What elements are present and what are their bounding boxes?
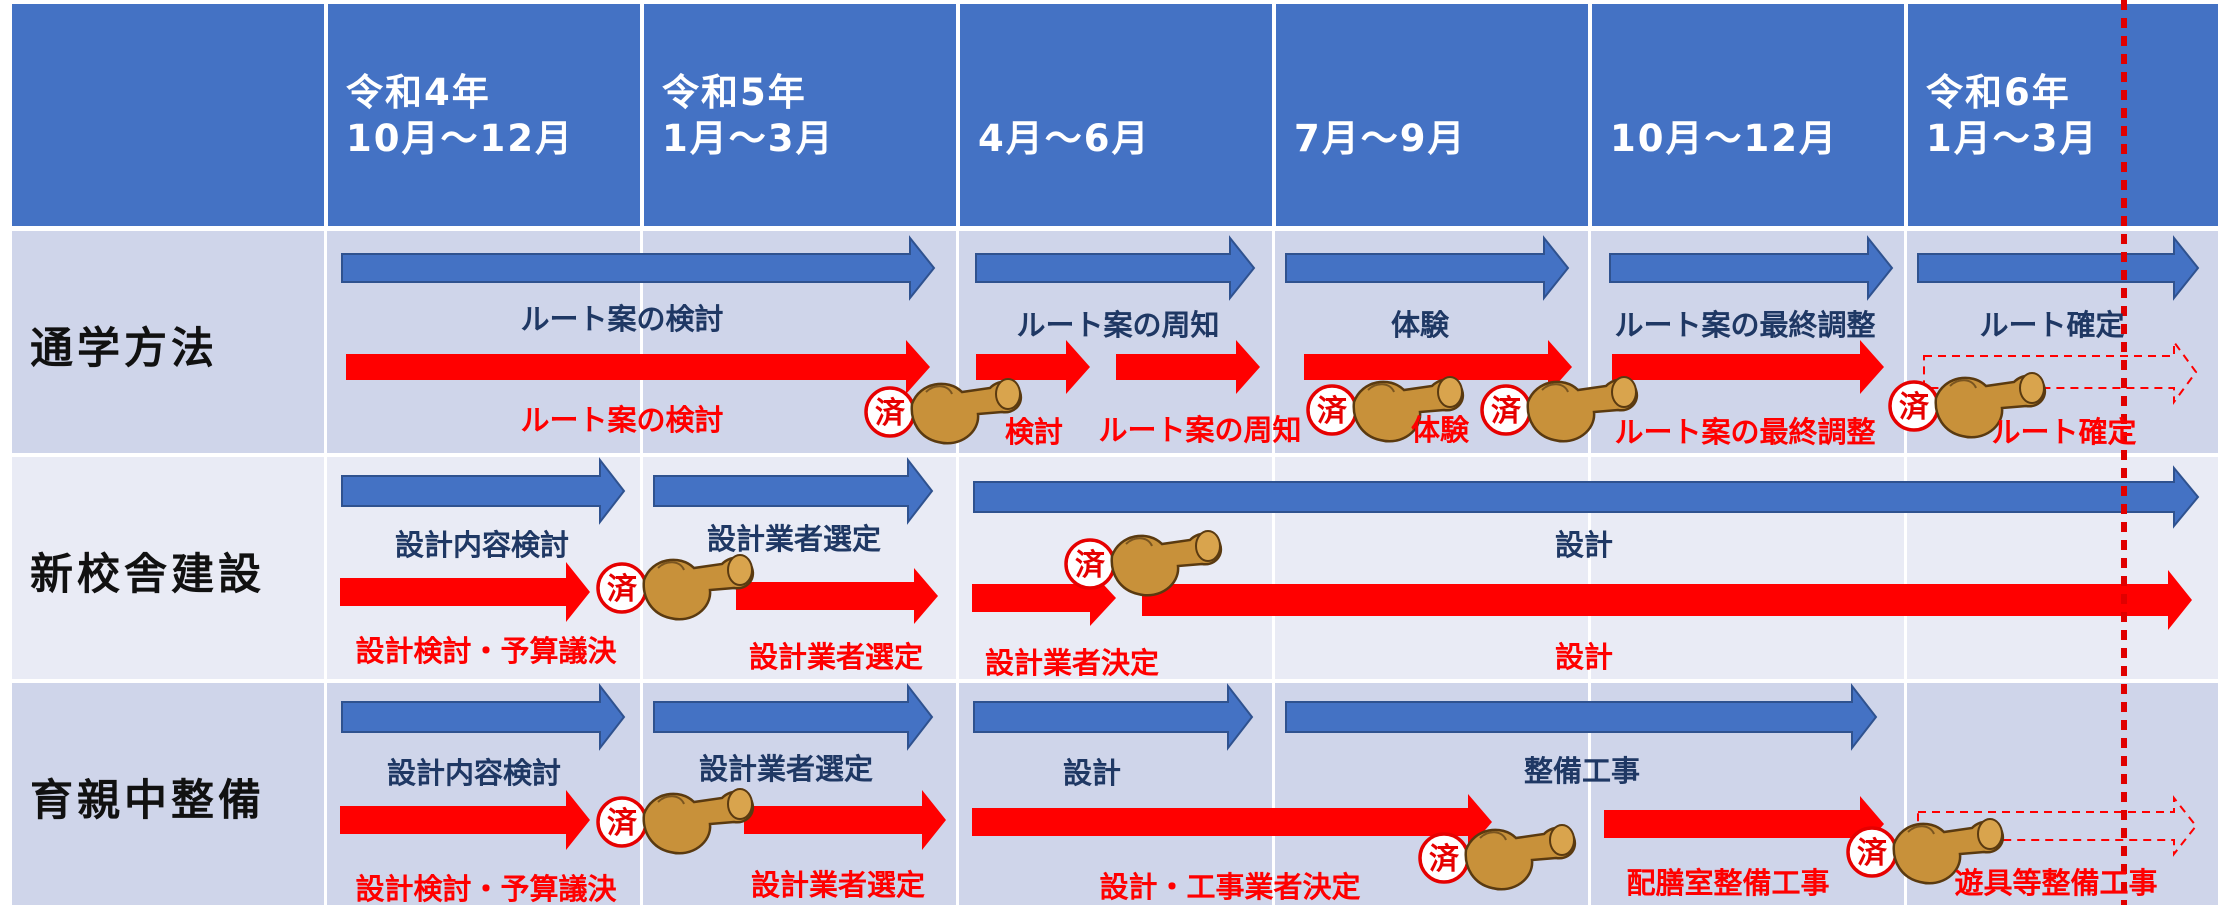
header-corner-cell <box>12 4 324 226</box>
actual-label: 設計業者決定 <box>984 646 1160 680</box>
actual-label: 設計業者選定 <box>750 868 926 902</box>
column-divider <box>956 231 959 905</box>
row-label-new-building: 新校舎建設 <box>30 550 265 600</box>
actual-label: 設計検討・予算議決 <box>355 872 617 906</box>
actual-arrow <box>340 562 590 622</box>
actual-label: ルート案の周知 <box>1098 413 1302 447</box>
actual-arrow <box>1604 796 1884 852</box>
period-label: 令和6年 1月～3月 <box>1926 71 2099 160</box>
plan-arrow <box>975 235 1256 301</box>
actual-label: 設計業者選定 <box>748 640 924 674</box>
actual-label: 配膳室整備工事 <box>1626 866 1830 900</box>
period-label: 7月～9月 <box>1294 117 1467 160</box>
actual-arrow <box>346 340 930 394</box>
actual-label: 設計・工事業者決定 <box>1099 870 1361 904</box>
header-period-4: 7月～9月 <box>1276 4 1588 226</box>
header-period-1: 令和4年 10月～12月 <box>328 4 640 226</box>
actual-label: ルート確定 <box>1991 415 2137 449</box>
header-period-2: 令和5年 1月～3月 <box>644 4 956 226</box>
plan-label: 設計 <box>1062 756 1122 790</box>
plan-arrow <box>341 235 936 301</box>
column-divider <box>1904 231 1907 905</box>
plan-arrow <box>973 465 2200 529</box>
actual-arrow <box>972 794 1492 850</box>
plan-label: ルート案の検討 <box>520 302 724 336</box>
done-stamp-icon <box>596 553 755 622</box>
plan-label: ルート案の周知 <box>1016 308 1220 342</box>
row-label-ikushin: 育親中整備 <box>30 776 265 826</box>
period-label: 令和4年 10月～12月 <box>346 71 574 160</box>
done-stamp-icon <box>1418 823 1577 892</box>
actual-label: 設計 <box>1554 640 1614 674</box>
plan-label: 設計内容検討 <box>394 528 570 562</box>
actual-label: 体験 <box>1410 413 1470 447</box>
actual-arrow <box>1304 340 1572 394</box>
period-label: 令和5年 1月～3月 <box>662 71 835 160</box>
plan-label: ルート案の最終調整 <box>1614 308 1876 342</box>
header-period-6: 令和6年 1月～3月 <box>1908 4 2218 226</box>
plan-label: 体験 <box>1390 308 1450 342</box>
plan-label: 整備工事 <box>1523 754 1641 788</box>
plan-arrow <box>1285 683 1878 751</box>
plan-label: 設計業者選定 <box>698 752 874 786</box>
column-divider <box>1588 231 1591 905</box>
plan-label: 設計内容検討 <box>386 756 562 790</box>
period-label: 10月～12月 <box>1610 117 1838 160</box>
actual-arrow <box>976 340 1090 394</box>
plan-arrow <box>1285 235 1570 301</box>
done-stamp-icon <box>596 787 755 856</box>
actual-label: ルート案の検討 <box>520 403 724 437</box>
header-period-3: 4月～6月 <box>960 4 1272 226</box>
plan-arrow <box>1917 235 2200 301</box>
actual-label: 検討 <box>1004 415 1064 449</box>
done-stamp-icon <box>864 377 1023 446</box>
plan-arrow <box>341 683 626 751</box>
actual-label: 遊具等整備工事 <box>1954 866 2158 900</box>
planned-actual-arrow-dashed <box>1917 795 2198 857</box>
actual-arrow <box>340 790 590 850</box>
actual-arrow <box>736 568 938 624</box>
plan-label: 設計業者選定 <box>706 522 882 556</box>
actual-label: 設計検討・予算議決 <box>355 634 617 668</box>
actual-arrow <box>1612 340 1884 394</box>
plan-arrow <box>653 457 934 525</box>
column-divider <box>640 231 643 905</box>
plan-label: ルート確定 <box>1979 308 2125 342</box>
period-label: 4月～6月 <box>978 117 1151 160</box>
plan-arrow <box>1609 235 1894 301</box>
row-label-commute: 通学方法 <box>30 324 218 374</box>
actual-label: ルート案の最終調整 <box>1614 415 1876 449</box>
column-divider <box>324 231 327 905</box>
plan-arrow <box>973 683 1254 751</box>
actual-arrow <box>1142 570 2192 630</box>
plan-arrow <box>653 683 934 751</box>
actual-arrow <box>744 790 946 850</box>
column-divider <box>1272 231 1275 905</box>
header-period-5: 10月～12月 <box>1592 4 1904 226</box>
plan-arrow <box>341 457 626 525</box>
actual-arrow <box>1116 340 1260 394</box>
plan-label: 設計 <box>1554 528 1614 562</box>
